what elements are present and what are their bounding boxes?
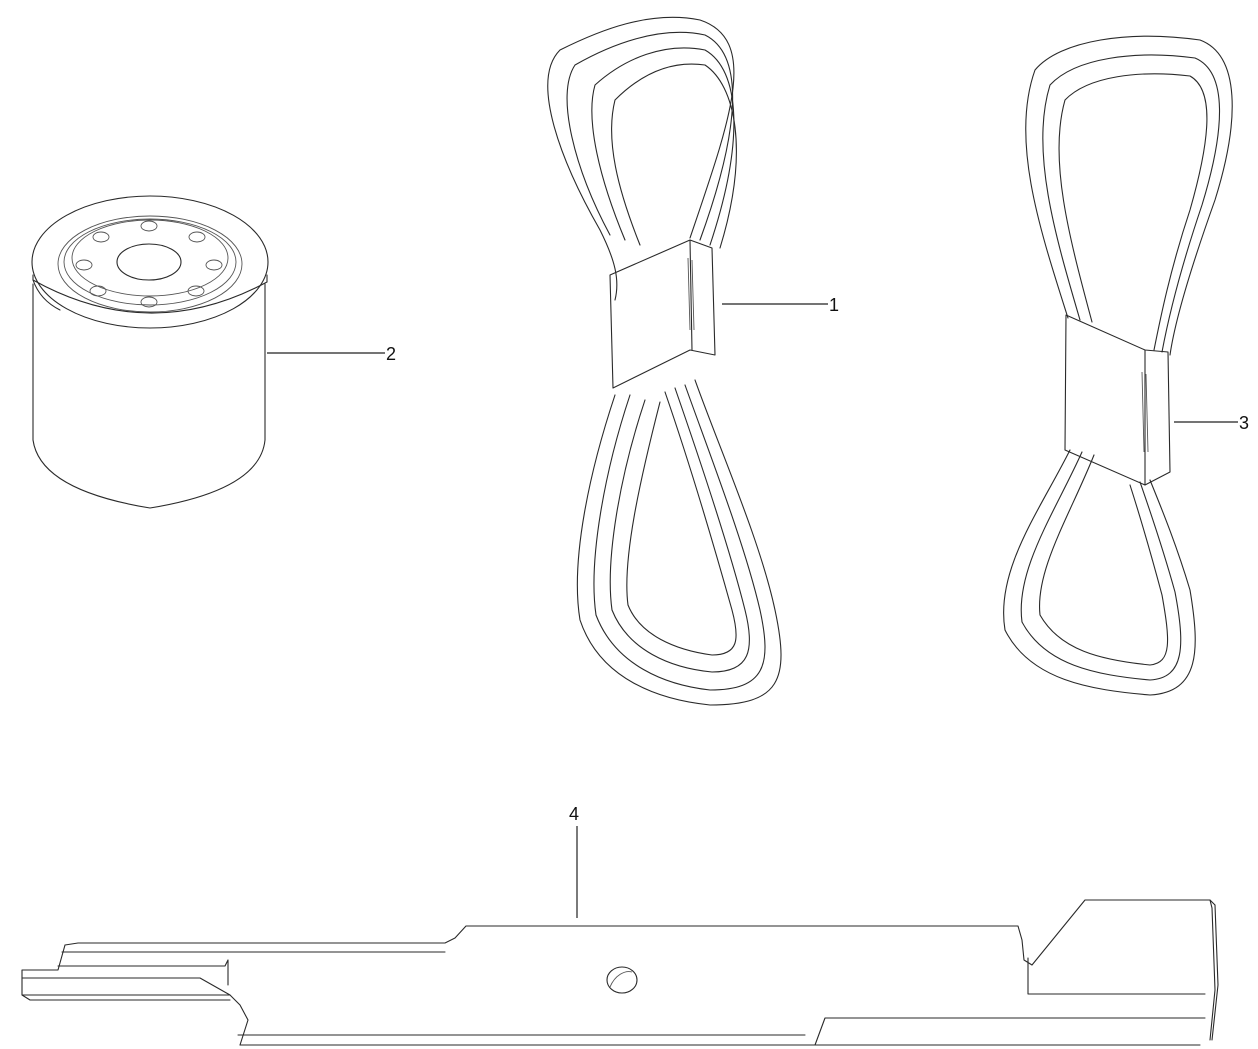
callout-4: 4 — [569, 804, 580, 824]
callout-3: 3 — [1239, 413, 1250, 433]
callout-1: 1 — [829, 295, 840, 315]
callout-2: 2 — [386, 344, 397, 364]
